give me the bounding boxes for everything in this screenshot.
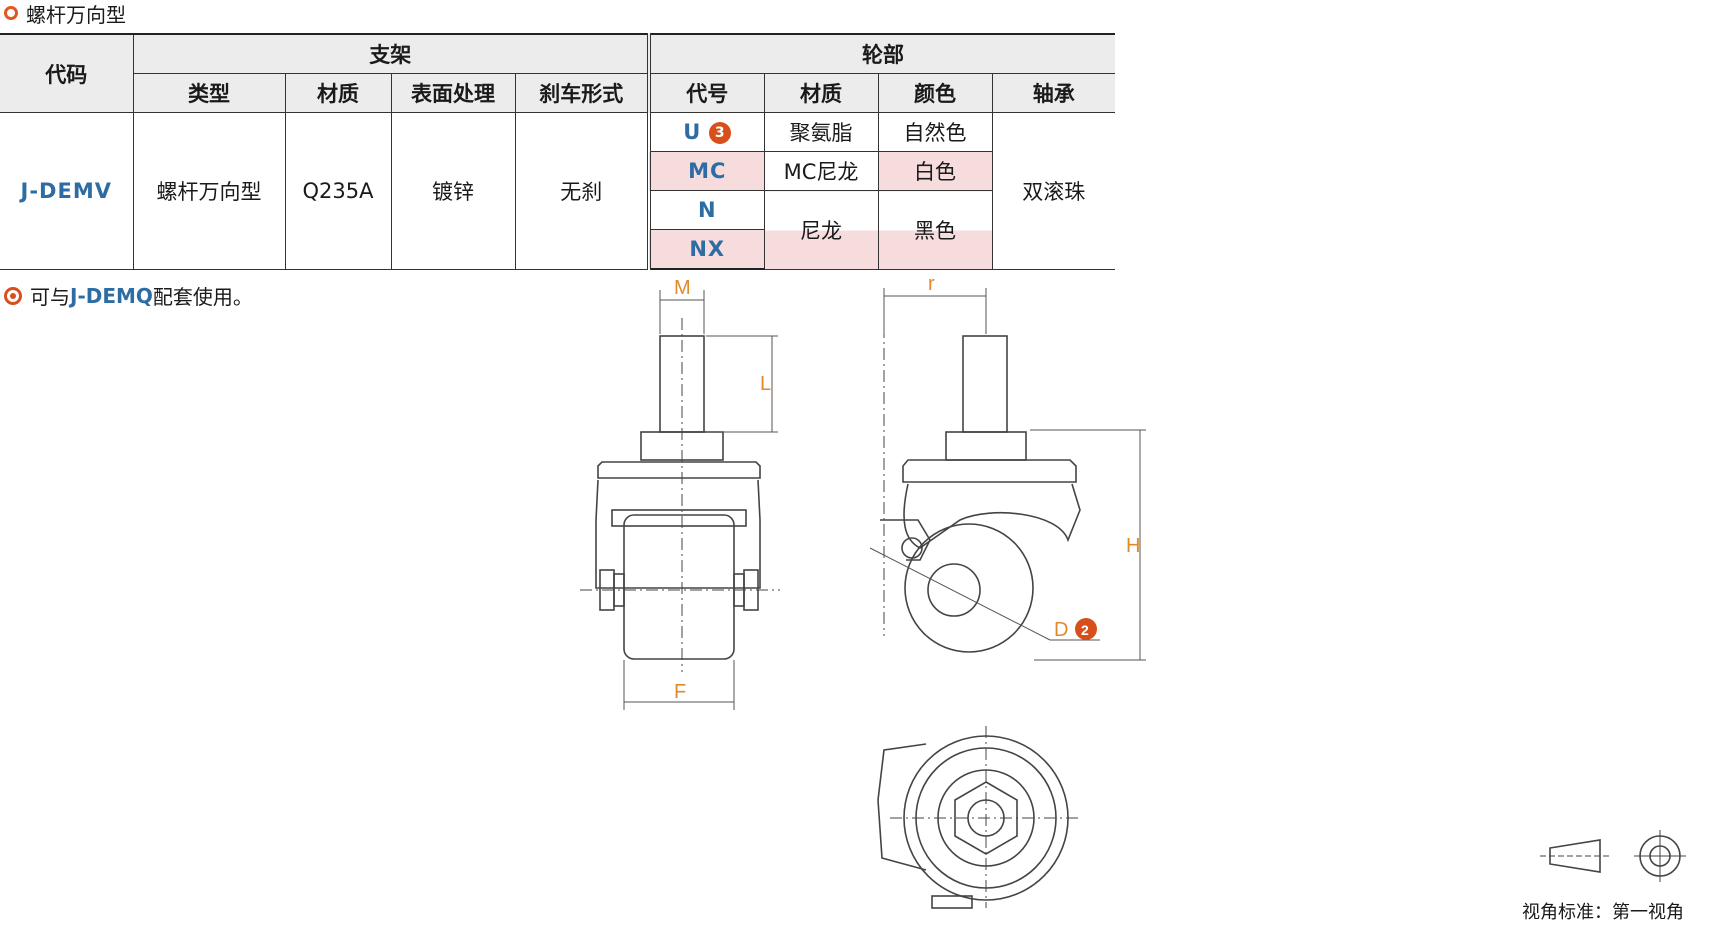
view-standard-label: 视角标准：第一视角 bbox=[1522, 902, 1684, 923]
header-type: 类型 bbox=[133, 73, 286, 113]
first-angle-projection-icon bbox=[1540, 830, 1686, 882]
dim-d: D bbox=[1054, 619, 1068, 641]
bearing-value: 双滚珠 bbox=[991, 112, 1115, 270]
wheel-code-n: N bbox=[649, 190, 765, 230]
section-title-text: 螺杆万向型 bbox=[26, 2, 126, 27]
circle-bullet-icon bbox=[4, 6, 18, 20]
header-bearing: 轴承 bbox=[991, 73, 1115, 113]
dimension-lines bbox=[623, 288, 1146, 710]
header-code: 代码 bbox=[0, 33, 134, 113]
note-2-badge: 2 bbox=[1081, 622, 1089, 638]
dim-l: L bbox=[760, 373, 771, 395]
header-color: 颜色 bbox=[877, 73, 993, 113]
wheel-material-mc: MC尼龙 bbox=[763, 151, 879, 191]
wheel-code-nx: NX bbox=[649, 229, 764, 270]
table-row: MC MC尼龙 白色 bbox=[0, 151, 1115, 191]
front-view bbox=[580, 318, 780, 672]
wheel-color-n: 黑色 bbox=[877, 190, 992, 270]
spec-table: 代码 支架 轮部 类型 材质 表面处理 刹车形式 代号 材质 颜色 轴承 J-D… bbox=[0, 33, 1115, 270]
note-code-link[interactable]: J-DEMQ bbox=[70, 283, 153, 308]
dim-r: r bbox=[928, 273, 935, 295]
table-row: N 尼龙 黑色 bbox=[0, 190, 1115, 270]
wheel-color-mc: 白色 bbox=[877, 151, 992, 191]
top-view bbox=[877, 726, 1080, 909]
product-code: J-DEMV bbox=[0, 112, 134, 270]
header-wheel-material: 材质 bbox=[763, 73, 879, 113]
dim-f: F bbox=[674, 681, 686, 703]
product-type: 螺杆万向型 bbox=[132, 112, 286, 270]
dim-m: M bbox=[674, 277, 691, 299]
section-title: 螺杆万向型 bbox=[0, 0, 126, 27]
header-row-1: 代码 支架 轮部 bbox=[0, 33, 1115, 113]
header-material: 材质 bbox=[284, 73, 392, 113]
header-wheel: 轮部 bbox=[648, 33, 1115, 74]
dim-h: H bbox=[1126, 535, 1140, 557]
note-3-badge: 3 bbox=[709, 122, 732, 144]
header-wheel-code: 代号 bbox=[648, 73, 765, 113]
side-view bbox=[880, 304, 1081, 653]
note-suffix: 配套使用。 bbox=[152, 285, 253, 309]
table-row: NX bbox=[0, 229, 1115, 270]
note-prefix: 可与 bbox=[30, 285, 70, 309]
header-row-2: 类型 材质 表面处理 刹车形式 代号 材质 颜色 轴承 bbox=[0, 73, 1115, 113]
product-surface: 镀锌 bbox=[390, 112, 516, 270]
product-brake: 无刹 bbox=[514, 112, 651, 270]
header-brake: 刹车形式 bbox=[514, 73, 651, 113]
note-2-badge-circle bbox=[1075, 618, 1097, 640]
header-surface: 表面处理 bbox=[390, 73, 516, 113]
header-bracket: 支架 bbox=[132, 33, 651, 74]
target-bullet-icon bbox=[4, 286, 22, 305]
wheel-material-n: 尼龙 bbox=[763, 190, 879, 270]
